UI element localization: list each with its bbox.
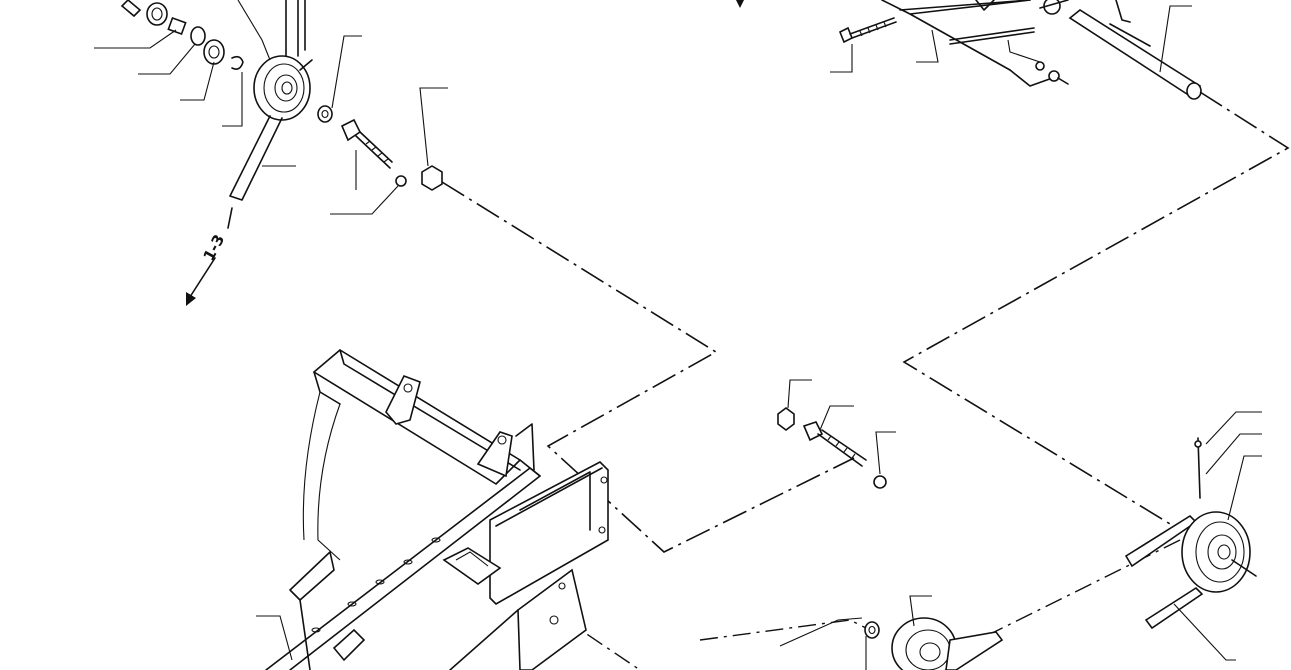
reference-arrow: 1-3: [186, 207, 233, 306]
upper-left-pulley-assembly: [94, 0, 448, 215]
reference-label: 1-3: [200, 231, 229, 263]
middle-fastener-group: [777, 379, 896, 489]
main-frame: [256, 349, 609, 670]
upper-right-shaft-assembly: [736, 0, 1202, 100]
lower-middle-pulley-assembly: [779, 595, 1004, 670]
lower-right-pulley-assembly: [1124, 411, 1262, 661]
